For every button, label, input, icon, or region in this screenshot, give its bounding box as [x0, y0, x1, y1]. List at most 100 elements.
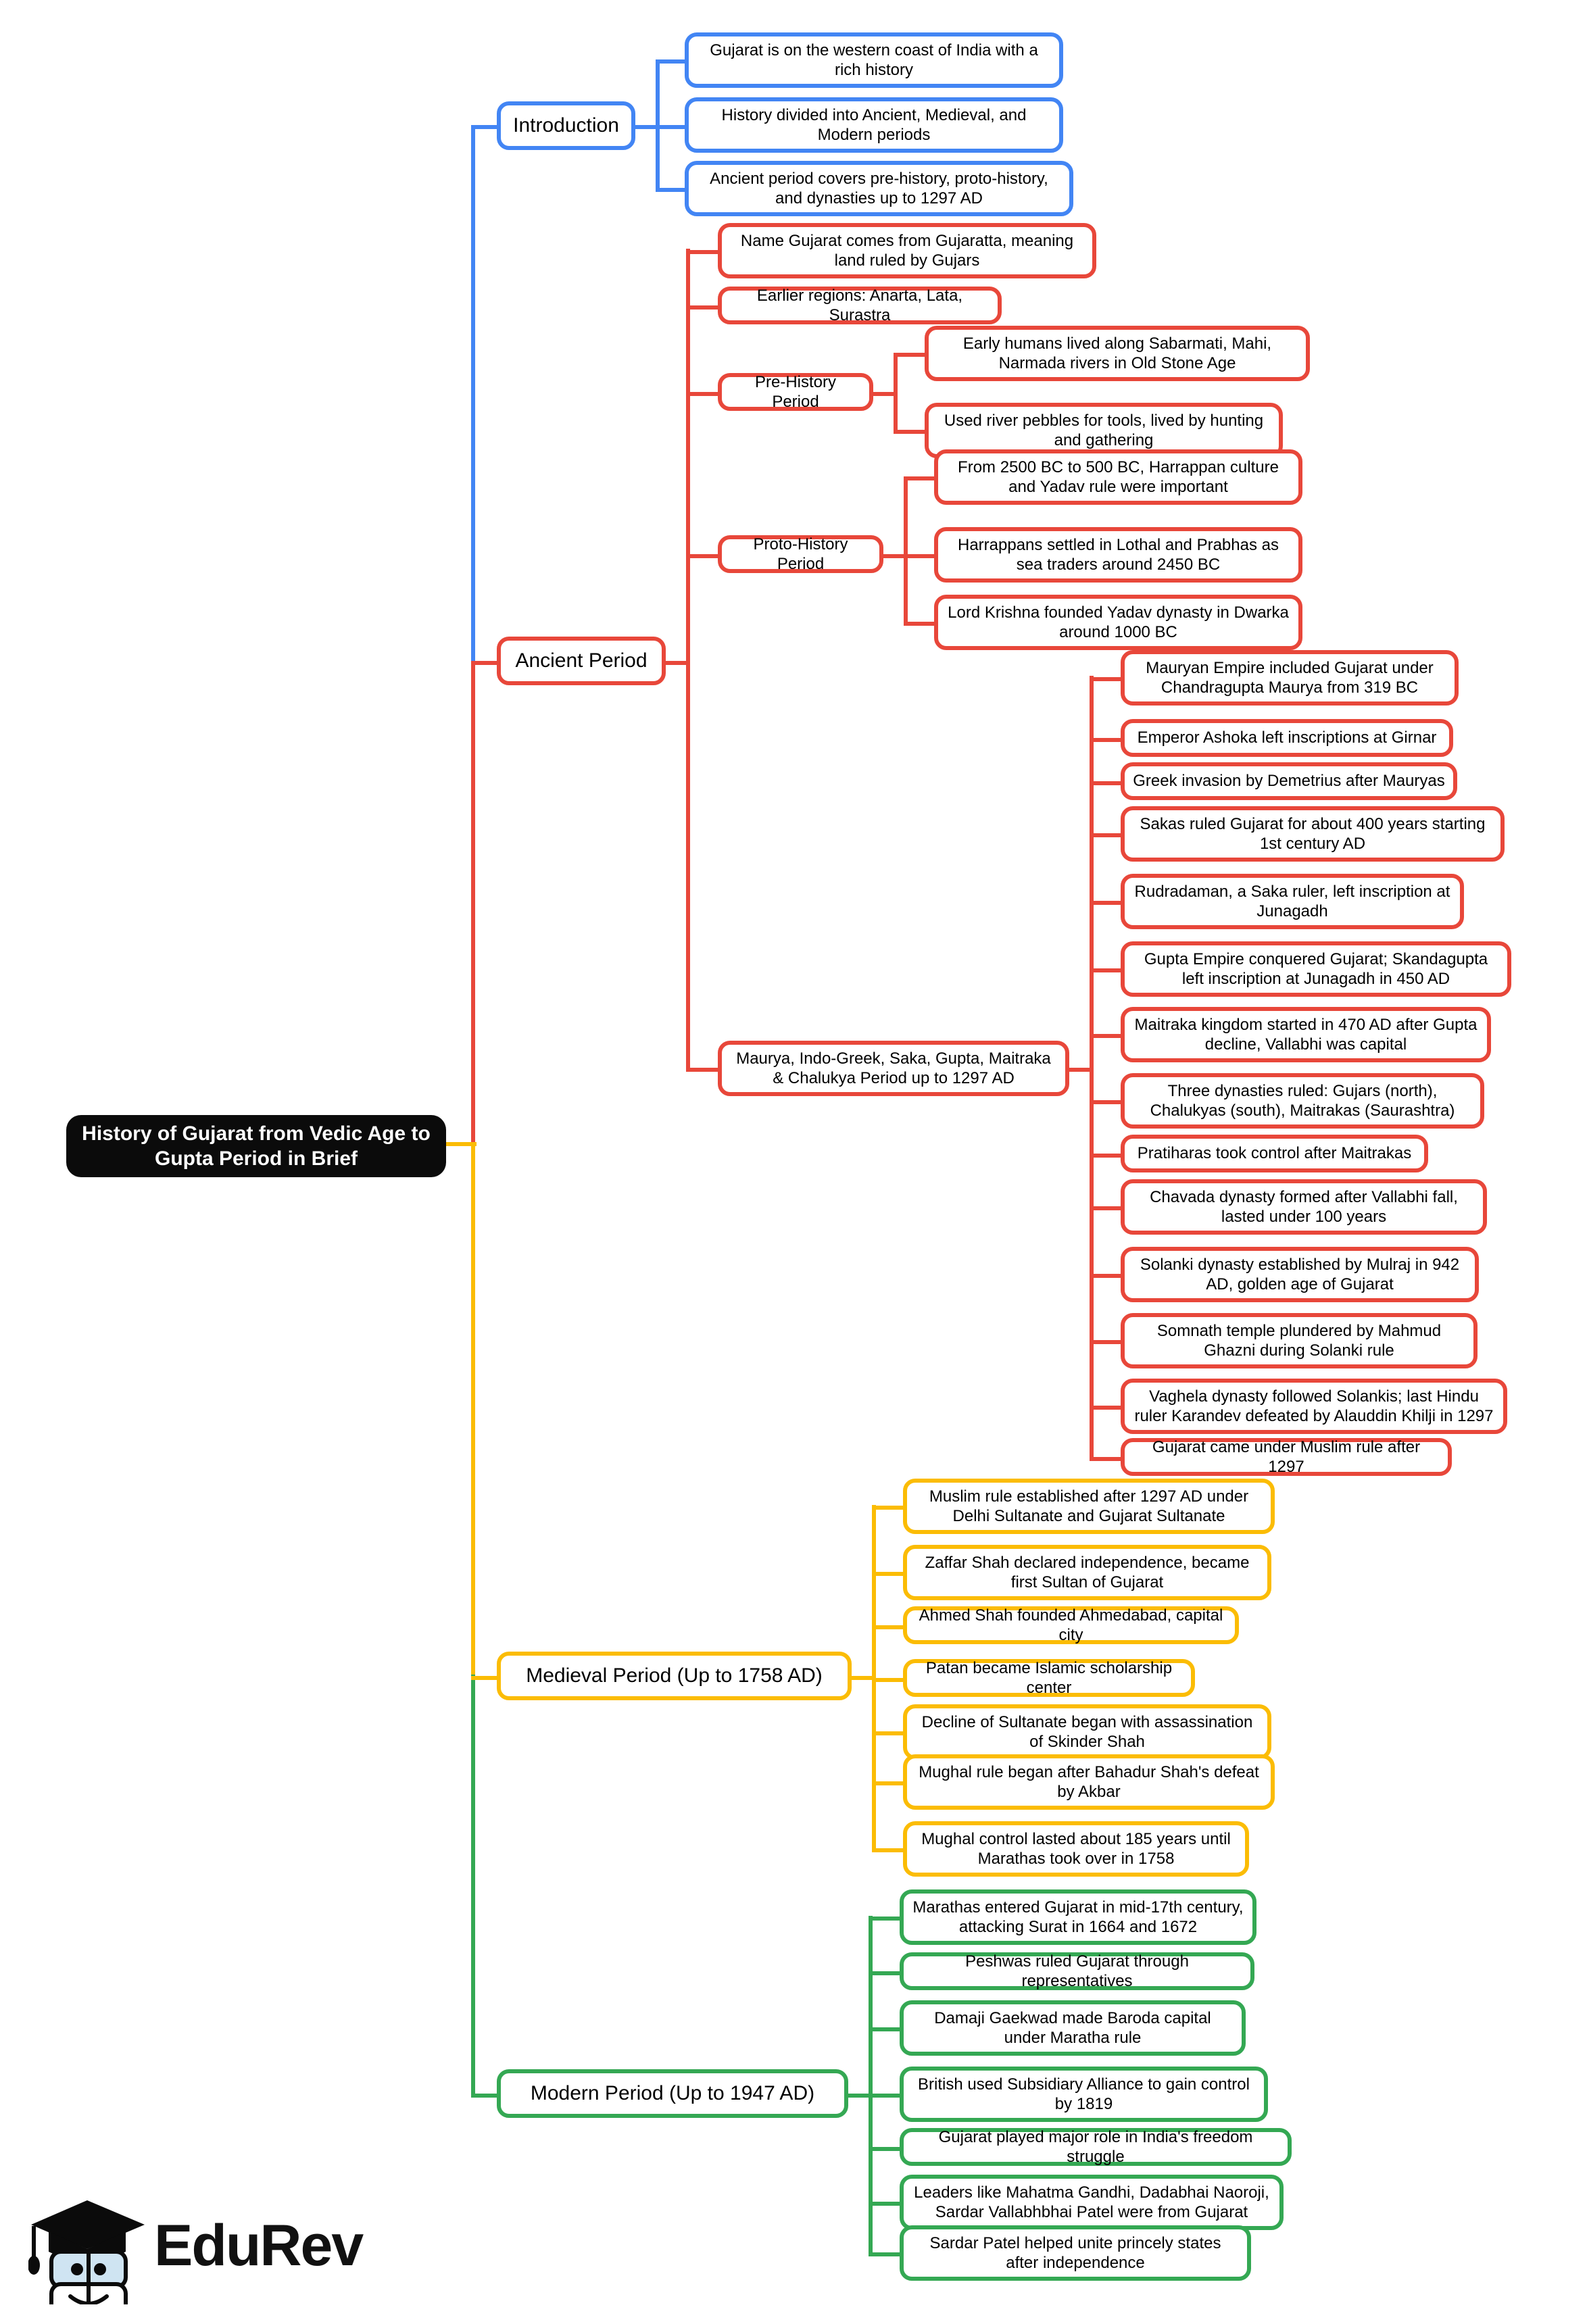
leaf-ancient-0[interactable]: Name Gujarat comes from Gujaratta, meani… [718, 223, 1096, 278]
connector-dyn-4 [1090, 901, 1125, 905]
leaf-dynasties-5[interactable]: Gupta Empire conquered Gujarat; Skandagu… [1121, 941, 1511, 997]
leaf-dynasties-10[interactable]: Solanki dynasty established by Mulraj in… [1121, 1247, 1479, 1302]
connector-dyn-12 [1090, 1406, 1125, 1410]
branch-introduction[interactable]: Introduction [497, 101, 635, 150]
leaf-dynasties-7[interactable]: Three dynasties ruled: Gujars (north), C… [1121, 1073, 1484, 1129]
connector-dyn-2 [1090, 781, 1125, 785]
connector-root-medieval [471, 1142, 475, 1676]
connector-mod-1 [869, 1971, 904, 1975]
connector-introduction-out [634, 125, 660, 129]
connector-med-2 [872, 1625, 907, 1629]
leaf-protohistory-0[interactable]: From 2500 BC to 500 BC, Harrappan cultur… [934, 449, 1302, 505]
connector-prehistory-in [686, 392, 721, 396]
connector-ancient-in [471, 661, 498, 665]
leaf-dynasties-8[interactable]: Pratiharas took control after Maitrakas [1121, 1135, 1428, 1172]
connector-root-stub [446, 1142, 477, 1146]
connector-mod-6 [869, 2252, 904, 2256]
connector-med-3 [872, 1678, 907, 1682]
connector-introduction-in [471, 125, 498, 129]
leaf-dynasties-12[interactable]: Vaghela dynasty followed Solankis; last … [1121, 1379, 1507, 1434]
connector-prehistory-out [872, 392, 898, 396]
connector-med-6 [872, 1848, 907, 1852]
connector-mod-0 [869, 1917, 904, 1921]
branch-dynasties-period[interactable]: Maurya, Indo-Greek, Saka, Gupta, Maitrak… [718, 1041, 1069, 1096]
leaf-modern-4[interactable]: Gujarat played major role in India's fre… [900, 2128, 1292, 2166]
leaf-dynasties-13[interactable]: Gujarat came under Muslim rule after 129… [1121, 1438, 1452, 1476]
connector-prehistory-spine [894, 353, 898, 432]
leaf-introduction-1[interactable]: History divided into Ancient, Medieval, … [685, 97, 1063, 153]
leaf-medieval-2[interactable]: Ahmed Shah founded Ahmedabad, capital ci… [903, 1606, 1239, 1644]
edurev-wordmark: EduRev [154, 2213, 364, 2278]
connector-dyn-0 [1090, 677, 1125, 681]
connector-modern-out [847, 2094, 873, 2098]
connector-dyn-9 [1090, 1206, 1125, 1210]
leaf-introduction-0[interactable]: Gujarat is on the western coast of India… [685, 32, 1063, 88]
connector-dyn-13 [1090, 1457, 1125, 1461]
connector-protohistory-spine [904, 476, 908, 624]
leaf-modern-6[interactable]: Sardar Patel helped unite princely state… [900, 2225, 1251, 2281]
leaf-protohistory-2[interactable]: Lord Krishna founded Yadav dynasty in Dw… [934, 595, 1302, 650]
connector-medieval-out [850, 1676, 876, 1680]
root-node-title[interactable]: History of Gujarat from Vedic Age to Gup… [66, 1115, 446, 1177]
connector-dyn-10 [1090, 1274, 1125, 1278]
connector-dyn-11 [1090, 1340, 1125, 1344]
connector-intro-item-1 [656, 125, 688, 129]
leaf-modern-2[interactable]: Damaji Gaekwad made Baroda capital under… [900, 2000, 1246, 2056]
connector-dynasties-spine [1090, 676, 1094, 1458]
branch-ancient-period[interactable]: Ancient Period [497, 637, 666, 685]
leaf-dynasties-9[interactable]: Chavada dynasty formed after Vallabhi fa… [1121, 1179, 1487, 1235]
leaf-prehistory-0[interactable]: Early humans lived along Sabarmati, Mahi… [925, 326, 1310, 381]
connector-mod-3 [869, 2094, 904, 2098]
branch-pre-history-period[interactable]: Pre-History Period [718, 373, 873, 411]
connector-dyn-7 [1090, 1100, 1125, 1104]
leaf-medieval-4[interactable]: Decline of Sultanate began with assassin… [903, 1704, 1271, 1760]
leaf-modern-5[interactable]: Leaders like Mahatma Gandhi, Dadabhai Na… [900, 2175, 1284, 2230]
branch-modern-period[interactable]: Modern Period (Up to 1947 AD) [497, 2069, 848, 2118]
connector-modern-in [471, 2094, 498, 2098]
connector-mod-4 [869, 2147, 904, 2151]
leaf-dynasties-11[interactable]: Somnath temple plundered by Mahmud Ghazn… [1121, 1313, 1478, 1368]
connector-dyn-3 [1090, 833, 1125, 837]
branch-proto-history-period[interactable]: Proto-History Period [718, 535, 883, 573]
connector-dynasties-in [686, 1068, 721, 1072]
edurev-logo: EduRev [28, 2190, 364, 2320]
leaf-introduction-2[interactable]: Ancient period covers pre-history, proto… [685, 161, 1073, 216]
leaf-dynasties-6[interactable]: Maitraka kingdom started in 470 AD after… [1121, 1007, 1491, 1062]
connector-dyn-1 [1090, 738, 1125, 742]
leaf-dynasties-3[interactable]: Sakas ruled Gujarat for about 400 years … [1121, 806, 1505, 862]
leaf-medieval-3[interactable]: Patan became Islamic scholarship center [903, 1659, 1195, 1697]
leaf-modern-0[interactable]: Marathas entered Gujarat in mid-17th cen… [900, 1889, 1256, 1945]
graduation-cap-icon [28, 2200, 145, 2320]
connector-root-modern [471, 1675, 475, 2094]
connector-modern-spine [869, 1916, 873, 2254]
leaf-dynasties-1[interactable]: Emperor Ashoka left inscriptions at Girn… [1121, 719, 1453, 757]
connector-intro-item-0 [656, 59, 688, 64]
connector-ancient-item-1 [686, 305, 721, 310]
leaf-ancient-1[interactable]: Earlier regions: Anarta, Lata, Surastra [718, 287, 1002, 324]
leaf-dynasties-4[interactable]: Rudradaman, a Saka ruler, left inscripti… [1121, 874, 1464, 929]
connector-ancient-out [664, 661, 690, 665]
connector-dyn-6 [1090, 1034, 1125, 1038]
connector-mod-5 [869, 2202, 904, 2206]
leaf-medieval-0[interactable]: Muslim rule established after 1297 AD un… [903, 1479, 1275, 1534]
connector-prehistory-item-1 [894, 430, 929, 434]
connector-protohistory-out [882, 554, 908, 558]
leaf-protohistory-1[interactable]: Harrappans settled in Lothal and Prabhas… [934, 527, 1302, 583]
leaf-medieval-5[interactable]: Mughal rule began after Bahadur Shah's d… [903, 1754, 1275, 1810]
leaf-dynasties-0[interactable]: Mauryan Empire included Gujarat under Ch… [1121, 650, 1459, 706]
leaf-modern-3[interactable]: British used Subsidiary Alliance to gain… [900, 2067, 1268, 2122]
connector-ancient-item-0 [686, 250, 721, 254]
leaf-medieval-6[interactable]: Mughal control lasted about 185 years un… [903, 1821, 1249, 1877]
connector-mod-2 [869, 2027, 904, 2031]
branch-medieval-period[interactable]: Medieval Period (Up to 1758 AD) [497, 1652, 852, 1700]
connector-root-ancient [471, 661, 475, 1147]
leaf-modern-1[interactable]: Peshwas ruled Gujarat through representa… [900, 1952, 1254, 1990]
connector-dyn-5 [1090, 968, 1125, 972]
connector-protohistory-item-2 [904, 622, 939, 626]
leaf-medieval-1[interactable]: Zaffar Shah declared independence, becam… [903, 1545, 1271, 1600]
connector-med-4 [872, 1731, 907, 1735]
leaf-dynasties-2[interactable]: Greek invasion by Demetrius after Maurya… [1121, 762, 1457, 800]
connector-med-1 [872, 1572, 907, 1576]
connector-dyn-8 [1090, 1154, 1125, 1158]
